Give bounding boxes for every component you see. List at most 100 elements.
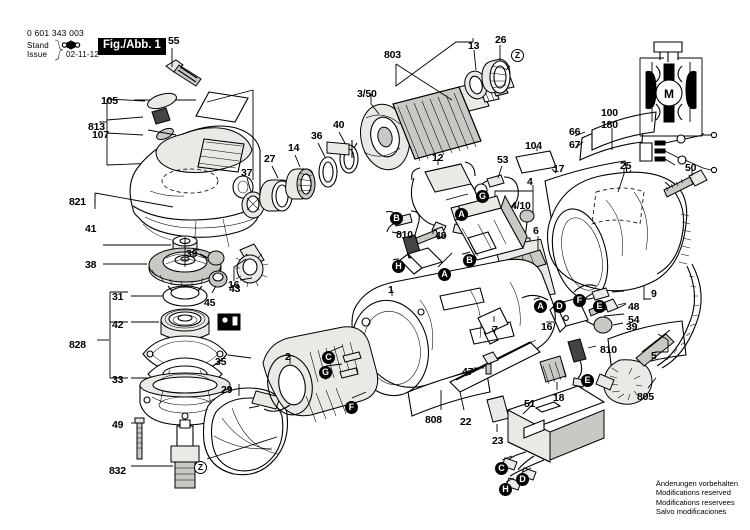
part-31-retaining-ring <box>131 285 208 307</box>
part-821-gear-housing <box>94 59 261 252</box>
connector-dot-d: D <box>553 300 566 313</box>
callout-6: 6 <box>533 225 539 237</box>
callout-26: 26 <box>495 34 507 46</box>
part-45-43-parts <box>208 243 269 294</box>
part-39-spring-right <box>585 316 624 334</box>
callout-2: 2 <box>285 351 291 363</box>
callout-828: 828 <box>69 339 86 351</box>
callout-107: 107 <box>92 129 109 141</box>
callout-51: 51 <box>524 398 536 410</box>
callout-832: 832 <box>109 465 126 477</box>
callout-39: 39 <box>626 321 638 333</box>
callout-25: 25 <box>620 160 632 172</box>
connector-dot-f: F <box>345 401 358 414</box>
callout-105: 105 <box>101 95 118 107</box>
callout-38: 38 <box>85 259 97 271</box>
callout-35: 35 <box>215 356 227 368</box>
callout-100: 100 <box>601 107 618 119</box>
callout-42: 42 <box>112 319 124 331</box>
callout-13: 13 <box>468 40 480 52</box>
rail-22 <box>449 341 541 393</box>
connector-dot-f: F <box>573 294 586 307</box>
callout-23: 23 <box>492 435 504 447</box>
callout-33: 33 <box>112 374 124 386</box>
callout-66: 66 <box>569 126 581 138</box>
brush-holder-block <box>450 194 528 261</box>
footer-disclaimer: Änderungen vorbehalten Modifications res… <box>656 479 738 517</box>
callout-49: 49 <box>112 419 124 431</box>
callout-12: 12 <box>432 152 444 164</box>
part-25-motor-housing <box>546 168 692 300</box>
callout-4-10: 4/10 <box>511 200 531 212</box>
part-7-bracket <box>477 307 509 345</box>
connector-dot-d: D <box>516 473 529 486</box>
callout-36: 36 <box>311 130 323 142</box>
connector-dot-g: G <box>319 366 332 379</box>
callout-47: 47 <box>462 366 474 378</box>
callout-31: 31 <box>112 291 124 303</box>
callout-16: 16 <box>228 279 240 291</box>
callout-45: 45 <box>204 297 216 309</box>
callout-39: 39 <box>186 248 198 260</box>
callout-4: 4 <box>527 176 533 188</box>
callout-50: 50 <box>685 162 697 174</box>
harness-leads <box>325 193 541 483</box>
footer-line-es: Salvo modificaciones <box>655 507 727 517</box>
callout-803: 803 <box>384 49 401 61</box>
part-37-ring <box>241 177 265 219</box>
part-9-cord <box>656 263 702 369</box>
date-code: 02-11-12 <box>66 50 100 59</box>
callout-805: 805 <box>637 391 654 403</box>
callout-40: 40 <box>333 119 345 131</box>
callout-48: 48 <box>435 230 447 242</box>
part-38-bevel-gear <box>103 237 222 288</box>
connector-dot-b: B <box>390 212 403 225</box>
footer-line-fr: Modifications reservees <box>655 497 735 507</box>
callout-180: 180 <box>601 119 618 131</box>
part-51-switch-box <box>501 385 606 491</box>
callout-17: 17 <box>553 163 565 175</box>
ring-mark-z: Z <box>194 461 207 474</box>
part-49-screw <box>131 417 145 460</box>
footer-line-de: Änderungen vorbehalten <box>655 478 738 488</box>
figure-badge: Fig./Abb. 1 <box>98 38 166 55</box>
callout-1: 1 <box>388 284 394 296</box>
part-42-bearing <box>131 308 241 341</box>
connector-dot-c: C <box>495 462 508 475</box>
connector-dot-a: A <box>438 268 451 281</box>
callout-41: 41 <box>85 223 97 235</box>
part-number: 0 601 343 003 <box>27 28 84 38</box>
callout-16: 16 <box>541 321 553 333</box>
callout-43: 43 <box>229 283 241 295</box>
callout-810: 810 <box>600 344 617 356</box>
callout-813: 813 <box>88 121 105 133</box>
connector-dot-b: B <box>463 254 476 267</box>
connector-dot-e: E <box>581 374 594 387</box>
callout-808: 808 <box>425 414 442 426</box>
part-18-spring <box>539 355 567 390</box>
callout-7: 7 <box>492 324 498 336</box>
bearing-ring-stack <box>241 131 359 219</box>
part-43-gear <box>235 253 269 288</box>
callout-29: 29 <box>221 384 233 396</box>
part-13-26-rings <box>464 45 511 100</box>
callout-104: 104 <box>525 140 542 152</box>
callout-810: 810 <box>396 229 413 241</box>
callout-37: 37 <box>241 167 253 179</box>
callout-821: 821 <box>69 196 86 208</box>
wiring-schematic-inset: M <box>639 41 718 174</box>
plate-104 <box>515 150 557 174</box>
callout-18: 18 <box>553 392 565 404</box>
ring-mark-z: Z <box>511 49 524 62</box>
part-23 <box>486 395 510 423</box>
brush-assembly-left <box>192 210 447 281</box>
callout-22: 22 <box>460 416 472 428</box>
part-36-ring <box>317 142 338 188</box>
part-805-cord-set <box>595 329 675 405</box>
stand-label: Stand <box>27 41 49 50</box>
part-29-guard-ring <box>202 384 289 476</box>
callout-48: 48 <box>628 301 640 313</box>
connector-dot-h: H <box>392 260 405 273</box>
